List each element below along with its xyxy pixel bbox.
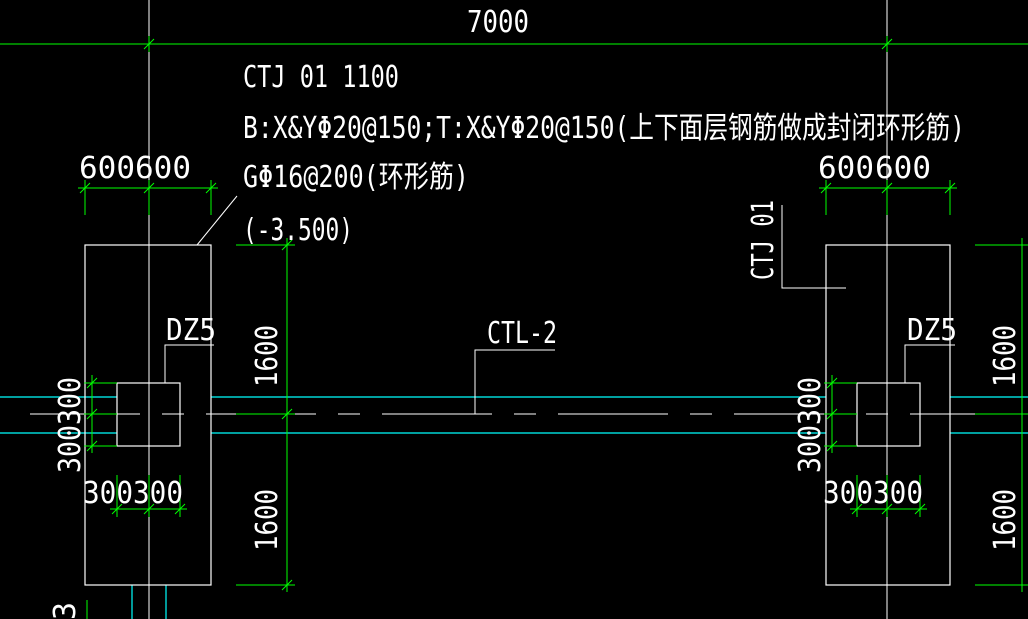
- label-beam: CTL-2: [487, 316, 557, 351]
- label-left-column: DZ5: [166, 313, 216, 348]
- annotation-line-2: B:X&YΦ20@150;T:X&YΦ20@150(上下面层钢筋做成封闭环形筋): [243, 111, 965, 146]
- axis-lines: [30, 0, 990, 619]
- dim-top-span: 7000: [467, 5, 529, 40]
- dim-right-col-horiz: 300300: [823, 476, 923, 511]
- dim-right-h-lower: 1600: [988, 489, 1023, 551]
- leader-lines: [164, 195, 955, 414]
- dim-left-width-b: 600: [135, 151, 191, 186]
- right-pile-cap: [825, 244, 951, 586]
- left-pile-cap: [84, 244, 212, 586]
- annotation-line-4: (-3.500): [243, 213, 353, 248]
- label-right-column: DZ5: [907, 313, 957, 348]
- annotation-line-3: GΦ16@200(环形筋): [243, 160, 469, 195]
- dim-left-col-horiz: 300300: [83, 476, 183, 511]
- pile-caps: [84, 244, 951, 586]
- dim-right-width-a: 600: [818, 151, 874, 186]
- dim-left-col-vert: 300300: [53, 377, 88, 473]
- dim-left-h-lower: 1600: [250, 489, 285, 551]
- annotation-line-1: CTJ 01 1100: [243, 60, 399, 95]
- label-right-cap: CTJ 01: [746, 200, 781, 280]
- dim-right-h-upper: 1600: [988, 325, 1023, 387]
- dimension-lines: [0, 36, 1028, 619]
- beam-ctl-2: [0, 396, 1028, 619]
- dim-left-width-a: 600: [79, 151, 135, 186]
- dim-right-col-vert: 300300: [793, 377, 828, 473]
- label-corner: 3: [48, 602, 83, 619]
- dim-right-width-b: 600: [875, 151, 931, 186]
- dim-left-h-upper: 1600: [250, 325, 285, 387]
